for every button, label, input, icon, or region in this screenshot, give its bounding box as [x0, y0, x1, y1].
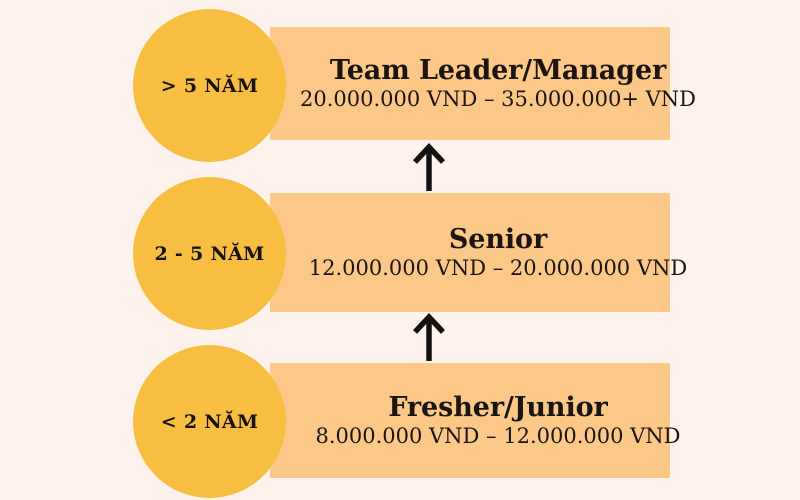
experience-label: 2 - 5 NĂM	[154, 242, 265, 265]
tier-text-group: Team Leader/Manager 20.000.000 VND – 35.…	[299, 54, 697, 112]
tier-salary-range: 20.000.000 VND – 35.000.000+ VND	[299, 86, 697, 111]
tier-role-title: Senior	[448, 223, 548, 255]
experience-circle-under-2-years: < 2 NĂM	[133, 345, 286, 498]
tier-bar-senior: Senior 12.000.000 VND – 20.000.000 VND	[270, 193, 687, 312]
tier-bar-fresher-junior: Fresher/Junior 8.000.000 VND – 12.000.00…	[270, 363, 681, 478]
experience-label: < 2 NĂM	[160, 410, 259, 433]
tier-salary-range: 8.000.000 VND – 12.000.000 VND	[315, 423, 681, 448]
experience-label: > 5 NĂM	[160, 74, 259, 97]
tier-role-title: Fresher/Junior	[388, 391, 608, 423]
tier-role-title: Team Leader/Manager	[329, 54, 667, 86]
experience-circle-2-to-5-years: 2 - 5 NĂM	[133, 177, 286, 330]
tier-text-group: Senior 12.000.000 VND – 20.000.000 VND	[308, 223, 688, 281]
experience-circle-over-5-years: > 5 NĂM	[133, 9, 286, 162]
tier-bar-team-leader-manager: Team Leader/Manager 20.000.000 VND – 35.…	[270, 27, 696, 140]
arrow-up-icon-senior-to-manager	[412, 142, 446, 191]
tier-salary-range: 12.000.000 VND – 20.000.000 VND	[308, 255, 688, 280]
tier-text-group: Fresher/Junior 8.000.000 VND – 12.000.00…	[315, 391, 681, 449]
arrow-up-icon-junior-to-senior	[412, 312, 446, 361]
